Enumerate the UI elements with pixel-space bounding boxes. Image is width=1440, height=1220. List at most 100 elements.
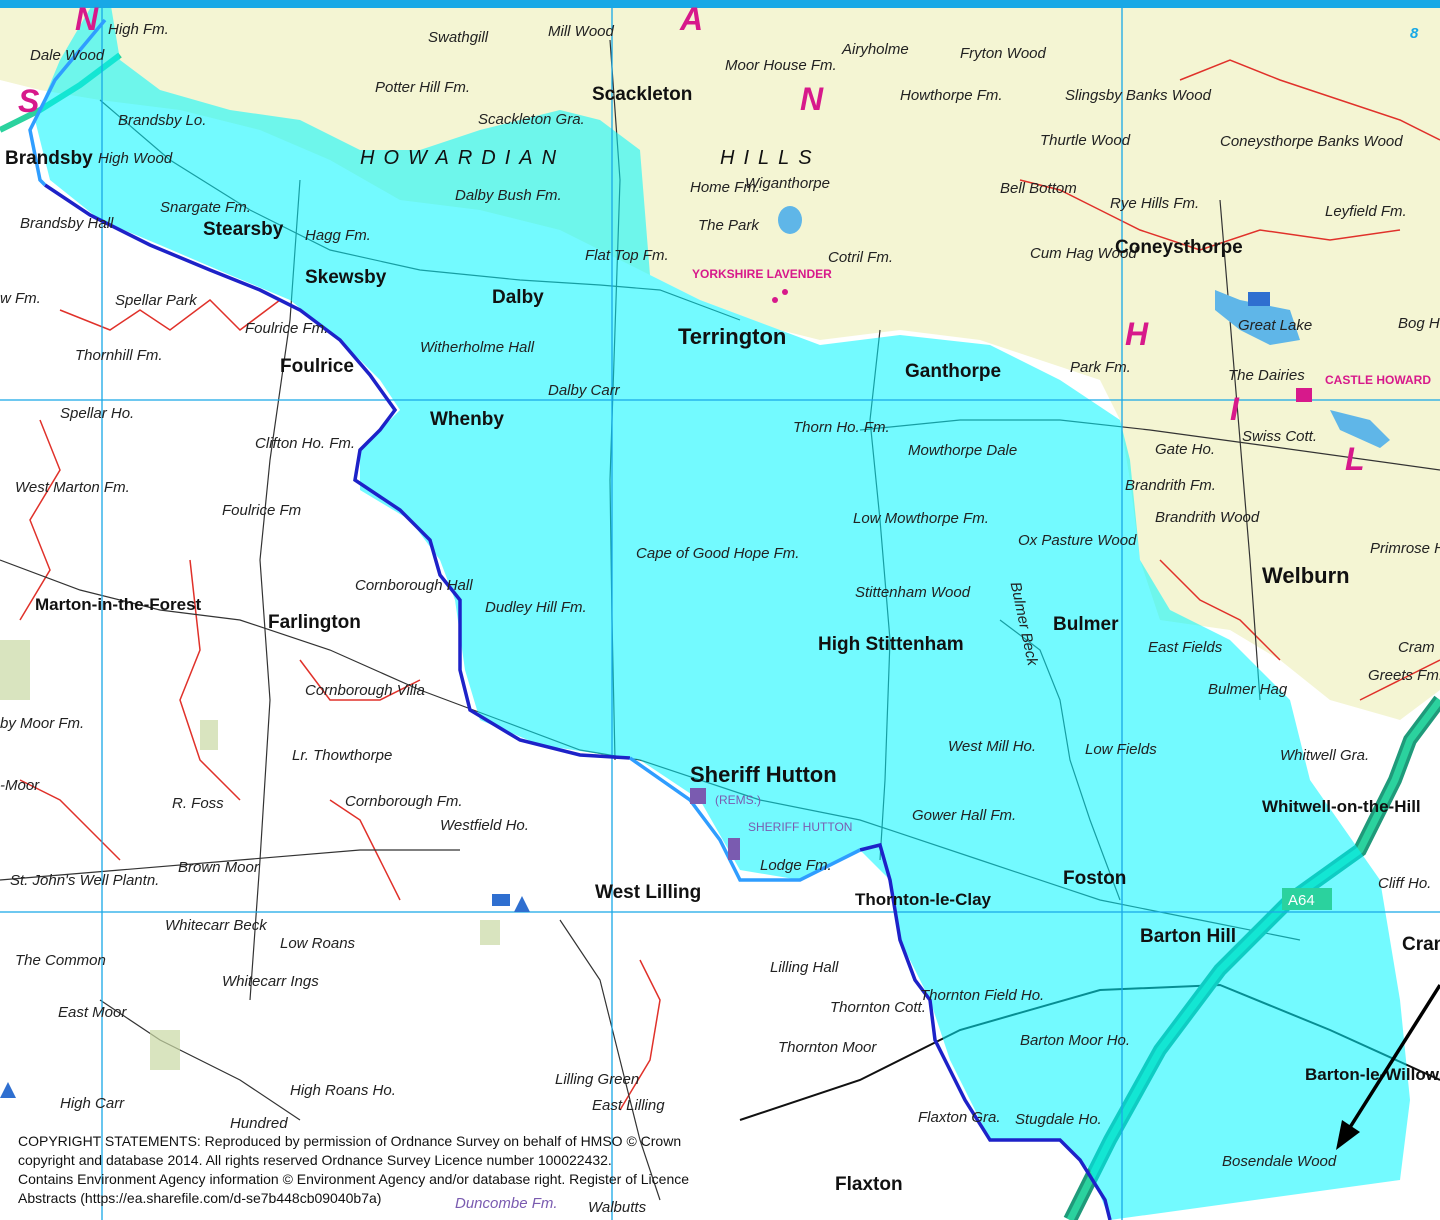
label-foulrice-fm2: Foulrice Fm — [222, 502, 301, 519]
label-grid-8: 8 — [1410, 25, 1419, 42]
campsite-symbol — [492, 894, 510, 906]
copyright-line-4: Abstracts (https://ea.sharefile.com/d-se… — [18, 1190, 382, 1206]
label-thornton-clay: Thornton-le-Clay — [855, 890, 992, 909]
label-cum-hag: Cum Hag Wood — [1030, 245, 1137, 262]
label-by-moor: by Moor Fm. — [0, 715, 84, 732]
label-barton-hill: Barton Hill — [1140, 926, 1236, 947]
label-a64: A64 — [1288, 892, 1315, 909]
label-rems: (REMS.) — [715, 793, 761, 807]
label-brandsby-hall: Brandsby Hall — [20, 215, 114, 232]
label-fryton-wood: Fryton Wood — [960, 45, 1047, 62]
label-cap-n2: N — [800, 81, 824, 117]
label-rye-hills: Rye Hills Fm. — [1110, 195, 1199, 212]
label-west-mill: West Mill Ho. — [948, 738, 1036, 755]
label-flat-top: Flat Top Fm. — [585, 247, 669, 264]
label-cornborough-villa: Cornborough Villa — [305, 682, 425, 699]
label-low-mowthorpe: Low Mowthorpe Fm. — [853, 510, 989, 527]
label-whitecarr-beck: Whitecarr Beck — [165, 917, 268, 934]
castle-howard-lake — [1330, 410, 1390, 448]
parish-boundaries — [19, 59, 1440, 1111]
label-cap-i: I — [1230, 391, 1240, 427]
label-yorkshire-lavender: YORKSHIRE LAVENDER — [692, 267, 832, 281]
river-line — [28, 18, 107, 187]
label-low-fields: Low Fields — [1085, 741, 1157, 758]
label-howardian: HOWARDIAN — [360, 147, 565, 169]
label-scackleton-gra: Scackleton Gra. — [478, 111, 585, 128]
label-cotril: Cotril Fm. — [828, 249, 893, 266]
castle-ruin-symbol — [690, 788, 706, 804]
label-foston: Foston — [1063, 868, 1126, 889]
label-terrington: Terrington — [678, 324, 786, 349]
map-symbols — [0, 289, 1312, 1098]
label-brandrith-fm: Brandrith Fm. — [1125, 477, 1216, 494]
copyright-statement: COPYRIGHT STATEMENTS: Reproduced by perm… — [18, 1132, 808, 1208]
label-walbutts: Walbutts — [588, 1199, 647, 1216]
camping-symbol-lake — [1248, 292, 1270, 306]
label-brandrith-wood: Brandrith Wood — [1155, 509, 1260, 526]
tent-symbol — [514, 896, 530, 912]
label-great-lake: Great Lake — [1238, 317, 1312, 334]
label-craml: Cram — [1402, 934, 1440, 955]
label-dale-wood: Dale Wood — [30, 47, 105, 64]
label-duncombe: Duncombe Fm. — [455, 1195, 558, 1212]
label-whenby: Whenby — [430, 409, 504, 430]
label-bog-hall: Bog H — [1398, 315, 1440, 332]
copyright-line-2: copyright and database 2014. All rights … — [18, 1152, 612, 1168]
catchment-area — [35, 0, 1410, 1220]
great-lake — [1215, 290, 1300, 345]
label-lodge-fm: Lodge Fm. — [760, 857, 832, 874]
label-stittenham-wood: Stittenham Wood — [855, 584, 971, 601]
label-sheriff-hutton: Sheriff Hutton — [690, 762, 837, 787]
label-home-fm: Home Fm. — [690, 179, 760, 196]
label-east-moor: East Moor — [58, 1004, 127, 1021]
label-ox-pasture: Ox Pasture Wood — [1018, 532, 1137, 549]
label-park-fm: Park Fm. — [1070, 359, 1131, 376]
label-barton-moor: Barton Moor Ho. — [1020, 1032, 1130, 1049]
label-spellar-park: Spellar Park — [115, 292, 198, 309]
label-lilling-hall: Lilling Hall — [770, 959, 839, 976]
castle-symbol — [728, 838, 740, 860]
label-flaxton: Flaxton — [835, 1174, 903, 1195]
label-mill-wood: Mill Wood — [548, 23, 615, 40]
label-sheriff-hutton-castle: SHERIFF HUTTON — [748, 820, 852, 834]
label-wiganthorpe: Wiganthorpe — [745, 175, 830, 192]
label-thurtle: Thurtle Wood — [1040, 132, 1131, 149]
district-boundary-blue-east — [859, 842, 1112, 1220]
label-gower-hall: Gower Hall Fm. — [912, 807, 1016, 824]
tent-symbol-west — [0, 1082, 16, 1098]
label-foulrice-fm: Foulrice Fm. — [245, 320, 328, 337]
label-r-foss: R. Foss — [172, 795, 224, 812]
label-cap-l: L — [1345, 441, 1365, 477]
label-potter-hill: Potter Hill Fm. — [375, 79, 470, 96]
woodland — [0, 640, 500, 1070]
annotation-arrow — [1340, 984, 1440, 1141]
copyright-line-1: COPYRIGHT STATEMENTS: Reproduced by perm… — [18, 1133, 682, 1149]
label-thornton-field: Thornton Field Ho. — [920, 987, 1044, 1004]
copyright-line-3: Contains Environment Agency information … — [18, 1171, 690, 1187]
label-airyholme: Airyholme — [841, 41, 909, 58]
label-brandsby: Brandsby — [5, 148, 93, 169]
label-cape-good-hope: Cape of Good Hope Fm. — [636, 545, 799, 562]
aonb-area — [0, 0, 1440, 720]
label-cap-a: A — [679, 1, 703, 37]
label-leyfield: Leyfield Fm. — [1325, 203, 1407, 220]
label-cap-h: H — [1125, 316, 1149, 352]
label-westfield-ho: Westfield Ho. — [440, 817, 529, 834]
label-hagg-fm: Hagg Fm. — [305, 227, 371, 244]
label-east-lilling: East Lilling — [592, 1097, 665, 1114]
castle-howard-symbol — [1296, 388, 1312, 402]
label-lr-thowthorpe: Lr. Thowthorpe — [292, 747, 392, 764]
label-dalby: Dalby — [492, 287, 544, 308]
label-moor-fm-w: w Fm. — [0, 290, 41, 307]
label-mowthorpe-dale: Mowthorpe Dale — [908, 442, 1017, 459]
label-barton-willows: Barton-le-Willows — [1305, 1065, 1440, 1084]
label-cram: Cram — [1398, 639, 1435, 656]
label-stearsby: Stearsby — [203, 219, 284, 240]
label-bulmer-hag: Bulmer Hag — [1208, 681, 1288, 698]
label-the-park: The Park — [698, 217, 760, 234]
label-high-wood: High Wood — [98, 150, 173, 167]
label-bulmer: Bulmer — [1053, 614, 1119, 635]
label-low-roans: Low Roans — [280, 935, 356, 952]
